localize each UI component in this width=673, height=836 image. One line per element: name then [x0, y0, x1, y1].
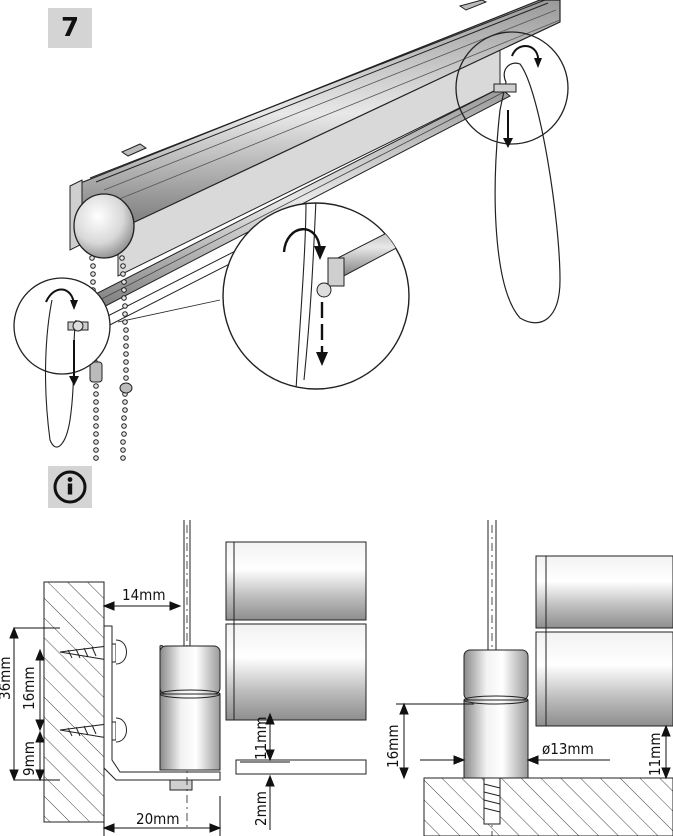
step-number-badge: 7: [48, 8, 92, 48]
dim-2mm: 2mm: [252, 791, 270, 826]
right-detail-circle: [455, 31, 569, 148]
dim-20mm: 20mm: [136, 810, 179, 828]
wall-mount-section: 14mm 36mm 16mm 9mm 11mm 2mm 20mm: [0, 520, 367, 836]
dim-11mm-left: 11mm: [252, 717, 270, 760]
dim-14mm: 14mm: [122, 586, 165, 604]
dim-16mm: 16mm: [20, 667, 38, 710]
step-number: 7: [60, 13, 80, 43]
ceiling-mount-section: 16mm ø13mm 11mm: [384, 520, 673, 836]
dim-16mm-ceiling: 16mm: [384, 725, 402, 768]
dim-9mm: 9mm: [20, 741, 38, 776]
left-detail-circle: [13, 277, 111, 448]
dim-36mm: 36mm: [0, 657, 14, 700]
dim-11mm-right: 11mm: [646, 733, 664, 776]
dim-diameter-13mm: ø13mm: [542, 740, 594, 758]
info-badge: [48, 466, 92, 508]
info-circle-icon: [53, 470, 87, 504]
center-zoom-circle: [222, 202, 410, 390]
